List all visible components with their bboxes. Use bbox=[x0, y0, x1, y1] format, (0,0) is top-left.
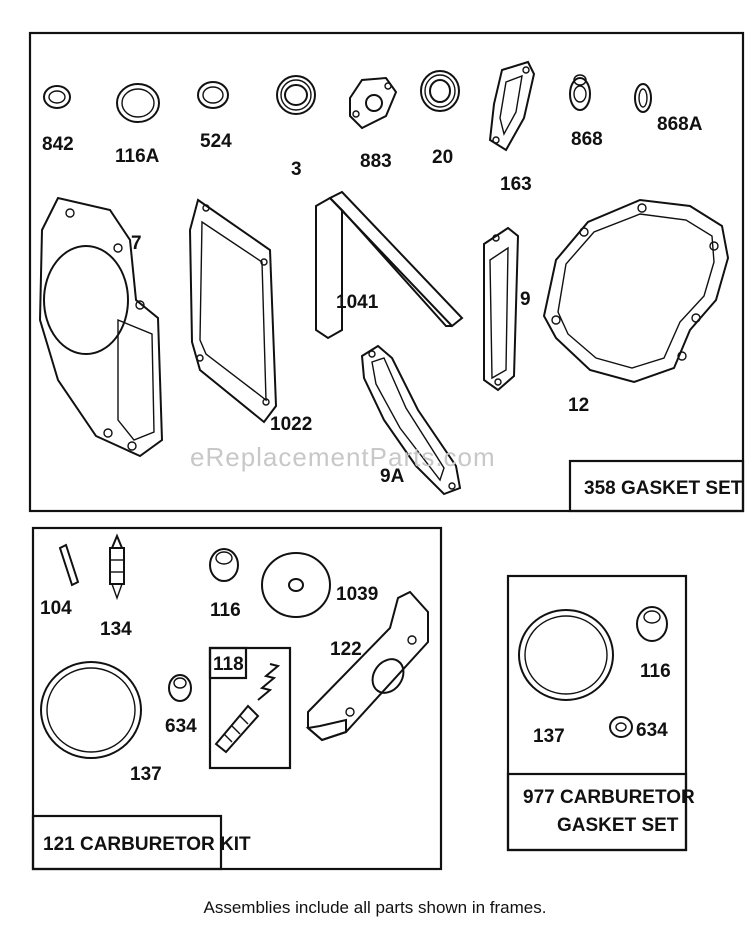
part-label-12: 12 bbox=[568, 395, 589, 416]
part-977-137-ring-icon bbox=[518, 609, 614, 701]
watermark: eReplacementParts.com bbox=[190, 442, 496, 472]
part-977-634-seal-icon bbox=[609, 716, 633, 738]
part-label-1022: 1022 bbox=[270, 414, 312, 435]
part-label-1039: 1039 bbox=[336, 584, 378, 605]
part-1041-key-icon bbox=[315, 190, 464, 340]
part-label-634: 634 bbox=[165, 716, 197, 737]
part-842-ring-icon bbox=[43, 85, 71, 109]
part-label-116a: 116A bbox=[115, 146, 160, 167]
part-12-crankcase-gasket-icon bbox=[542, 198, 730, 384]
carburetor-gasket-set-title-box bbox=[506, 772, 688, 852]
part-label-3: 3 bbox=[291, 159, 302, 180]
carburetor-gasket-set-title-line1: 977 CARBURETOR bbox=[523, 787, 695, 808]
part-label-7: 7 bbox=[131, 233, 142, 254]
part-1039-washer-icon bbox=[261, 552, 331, 618]
part-163-gasket-icon bbox=[488, 60, 536, 152]
part-122-bracket-icon bbox=[305, 590, 429, 742]
part-9a-gasket-icon bbox=[360, 344, 462, 496]
part-868-seal-icon bbox=[569, 74, 591, 111]
sub-118-label: 118 bbox=[213, 654, 244, 675]
part-label-842: 842 bbox=[42, 134, 74, 155]
carburetor-gasket-set-title-line2: GASKET SET bbox=[557, 815, 679, 836]
part-label-524: 524 bbox=[200, 131, 232, 152]
part-118-spring-icon bbox=[257, 663, 281, 701]
part-label-104: 104 bbox=[40, 598, 72, 619]
part-label-977-137: 137 bbox=[533, 726, 565, 747]
part-1022-gasket-icon bbox=[188, 198, 278, 424]
assemblies-caption: Assemblies include all parts shown in fr… bbox=[203, 898, 547, 917]
part-label-163: 163 bbox=[500, 174, 532, 195]
part-label-1041: 1041 bbox=[336, 292, 379, 313]
part-7-head-gasket-icon bbox=[38, 196, 164, 458]
carburetor-kit-frame bbox=[31, 526, 443, 871]
part-977-116-seal-icon bbox=[636, 606, 668, 642]
part-116-seal-icon bbox=[209, 548, 239, 582]
part-116a-ring-icon bbox=[116, 83, 160, 123]
part-label-868: 868 bbox=[571, 129, 603, 150]
part-label-868a: 868A bbox=[657, 114, 703, 135]
part-label-977-116: 116 bbox=[640, 661, 671, 682]
part-137-ring-icon bbox=[40, 661, 142, 759]
part-20-seal-icon bbox=[420, 70, 460, 112]
part-label-134: 134 bbox=[100, 619, 132, 640]
sub-118-label-box bbox=[208, 646, 248, 680]
part-label-883: 883 bbox=[360, 151, 392, 172]
part-524-ring-icon bbox=[197, 81, 229, 109]
gasket-set-title: 358 GASKET SET bbox=[584, 478, 743, 499]
gasket-set-title-box bbox=[568, 459, 745, 513]
part-label-977-634: 634 bbox=[636, 720, 668, 741]
part-868a-ring-icon bbox=[634, 83, 652, 113]
part-label-122: 122 bbox=[330, 639, 362, 660]
part-label-9: 9 bbox=[520, 289, 531, 310]
part-9-gasket-icon bbox=[483, 226, 520, 392]
gasket-set-frame bbox=[28, 31, 745, 513]
part-label-9a: 9A bbox=[380, 466, 405, 487]
part-134-needle-icon bbox=[109, 533, 125, 601]
sub-118-frame bbox=[208, 646, 292, 770]
part-118-screw-icon bbox=[214, 704, 260, 754]
part-883-gasket-icon bbox=[349, 76, 398, 130]
part-label-20: 20 bbox=[432, 147, 453, 168]
part-104-pin-icon bbox=[58, 543, 80, 587]
carburetor-kit-title-box bbox=[31, 814, 223, 871]
part-label-116: 116 bbox=[210, 600, 241, 621]
carburetor-kit-title: 121 CARBURETOR KIT bbox=[43, 834, 251, 855]
part-634-seal-icon bbox=[168, 674, 192, 702]
part-3-seal-icon bbox=[276, 75, 316, 115]
part-label-137: 137 bbox=[130, 764, 162, 785]
